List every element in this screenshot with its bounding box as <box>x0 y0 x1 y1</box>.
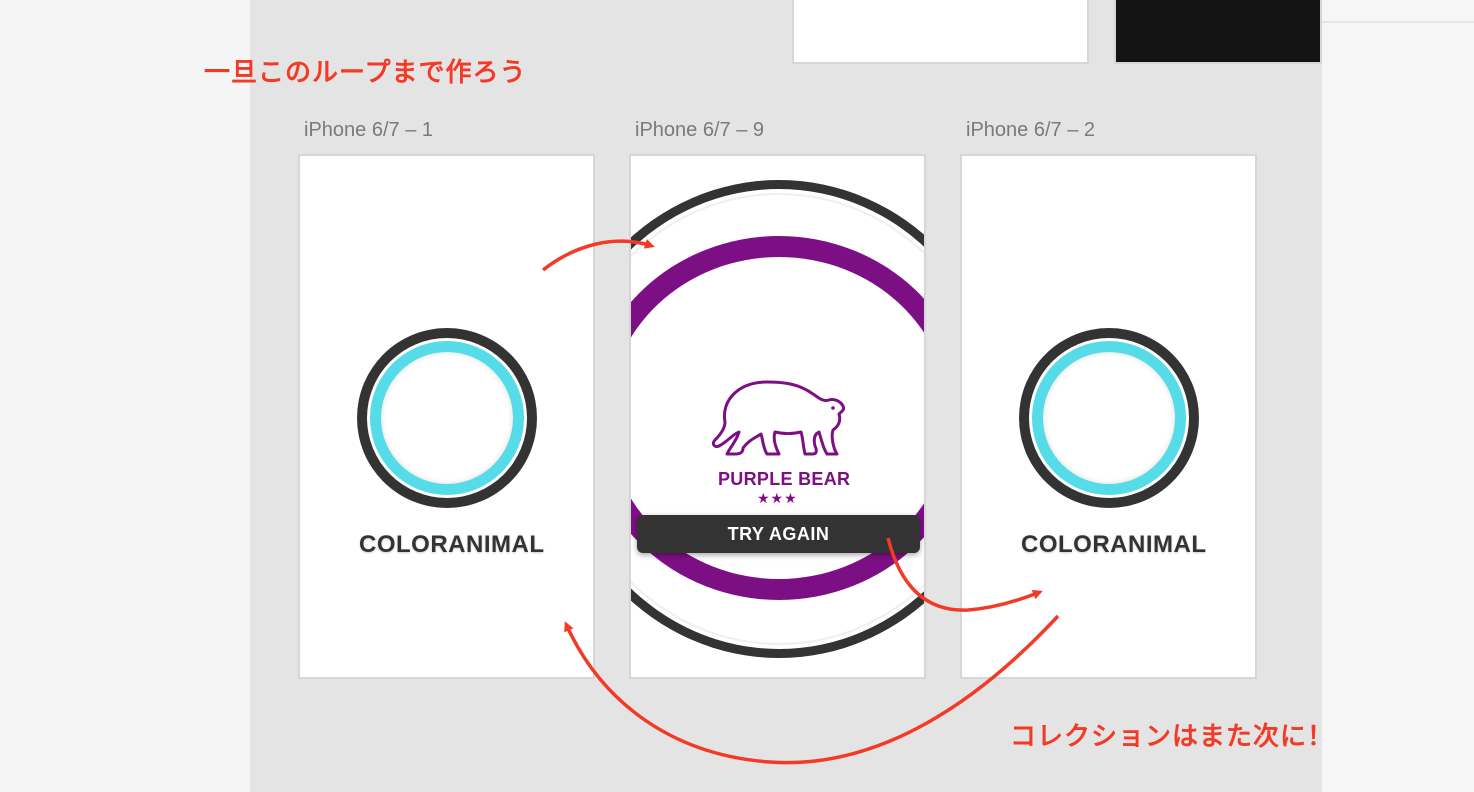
top-annotation: 一旦このループまで作ろう <box>204 57 527 87</box>
artboard-iphone-9[interactable]: PURPLE BEAR ★★★ TRY AGAIN <box>629 154 926 679</box>
artboard-label-1[interactable]: iPhone 6/7 – 1 <box>304 119 433 141</box>
bottom-annotation: コレクションはまた次に！ <box>1010 721 1335 751</box>
artboard-top-white[interactable] <box>792 0 1089 64</box>
result-animal-name: PURPLE BEAR <box>718 469 851 489</box>
logo-ring-core <box>381 352 513 484</box>
artboard-label-9[interactable]: iPhone 6/7 – 9 <box>635 119 764 141</box>
artboard-label-2[interactable]: iPhone 6/7 – 2 <box>966 119 1095 141</box>
try-again-button[interactable]: TRY AGAIN <box>637 515 920 553</box>
artboard-iphone-2[interactable]: COLORANIMAL <box>960 154 1257 679</box>
app-title: COLORANIMAL <box>359 531 545 558</box>
bear-outline-icon <box>711 380 845 456</box>
logo-ring-core <box>1043 352 1175 484</box>
artboard-top-dark[interactable] <box>1114 0 1322 64</box>
result-stars: ★★★ <box>757 490 798 506</box>
app-title: COLORANIMAL <box>1021 531 1207 558</box>
panel-divider <box>1322 21 1474 23</box>
right-panel <box>1322 0 1474 792</box>
artboard-iphone-1[interactable]: COLORANIMAL <box>298 154 595 679</box>
